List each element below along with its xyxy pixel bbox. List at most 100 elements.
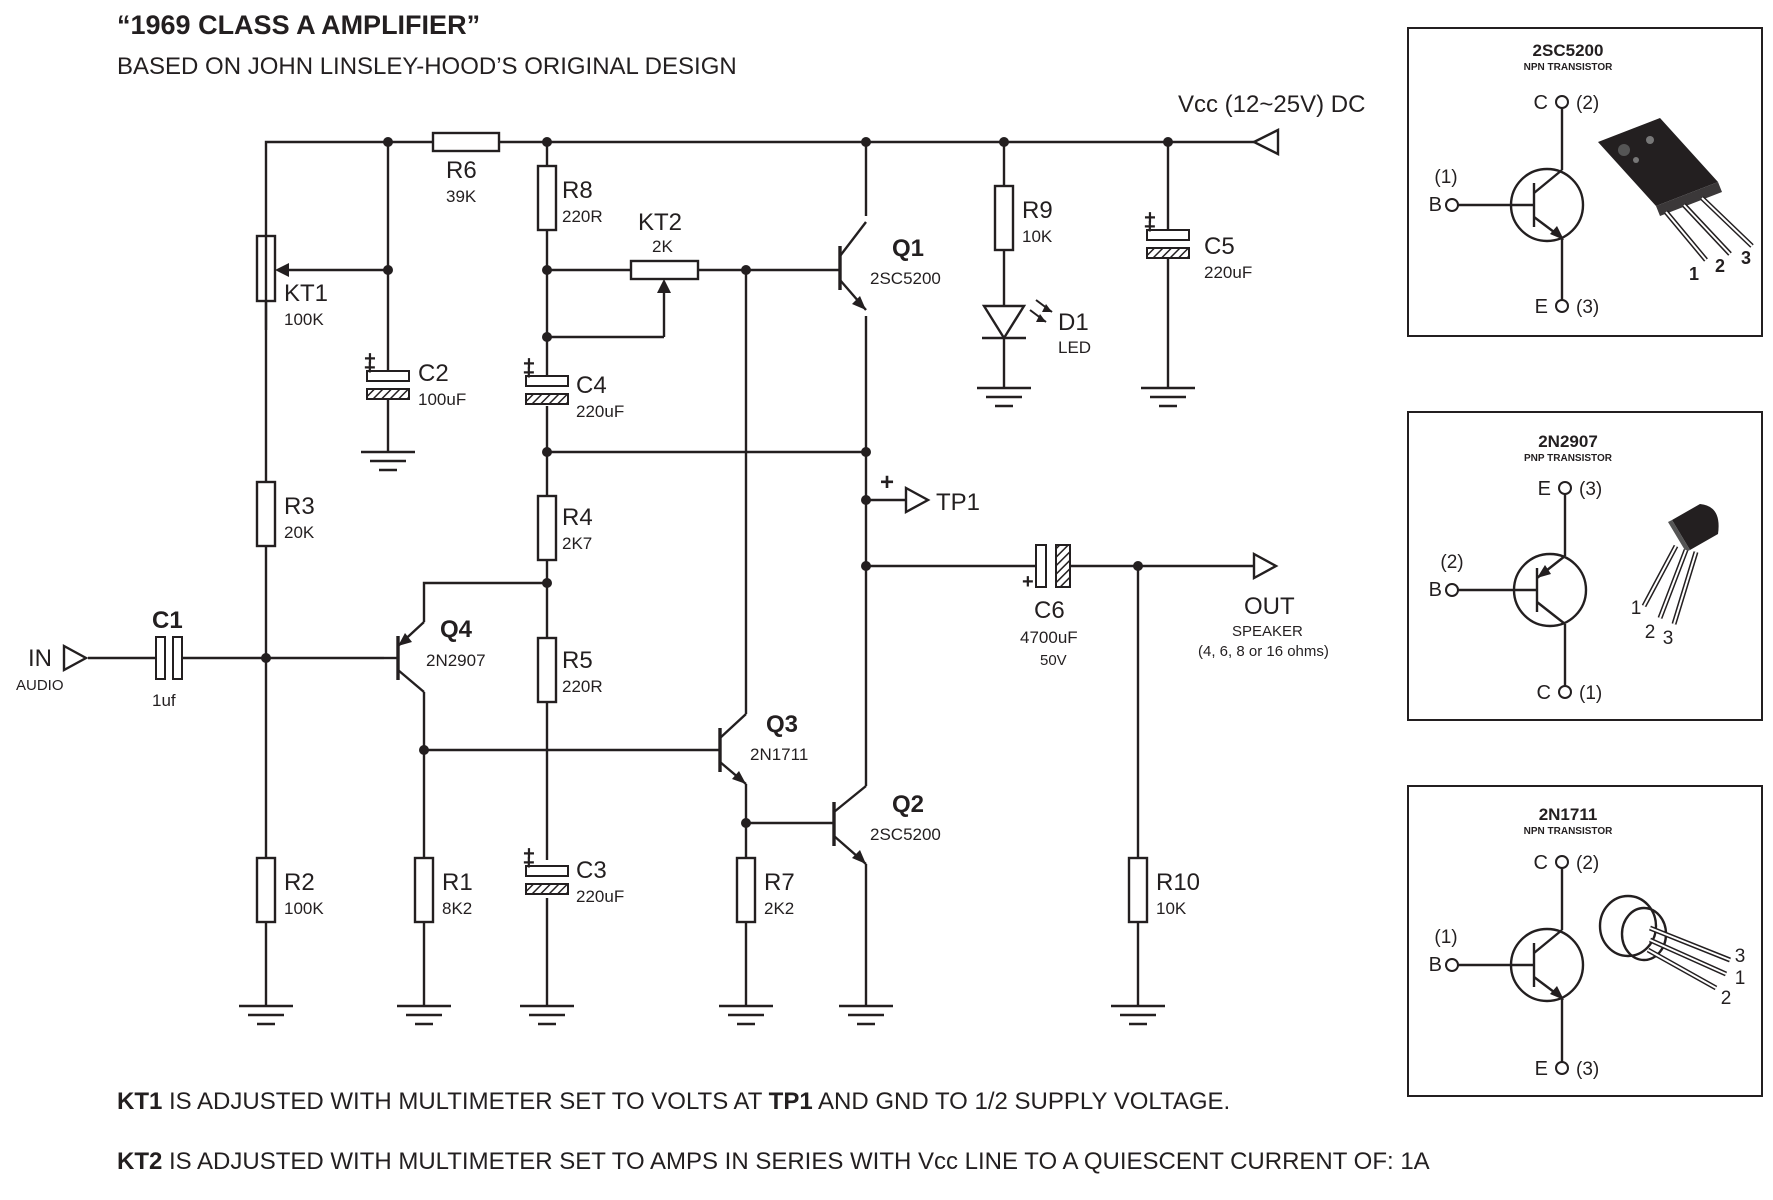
note-kt1: KT1 IS ADJUSTED WITH MULTIMETER SET TO V… bbox=[117, 1088, 1231, 1115]
q2-transistor bbox=[832, 785, 867, 865]
svg-text:2: 2 bbox=[1721, 988, 1732, 1009]
kt2-label: KT2 bbox=[638, 209, 682, 236]
r7-label: R7 bbox=[764, 869, 795, 896]
c2-label: C2 bbox=[418, 360, 449, 387]
svg-text:+: + bbox=[880, 469, 894, 496]
svg-text:(2): (2) bbox=[1576, 93, 1599, 114]
c6-value: 4700uF bbox=[1020, 628, 1078, 647]
c6-rating: 50V bbox=[1040, 652, 1067, 669]
r5-value: 220R bbox=[562, 677, 603, 696]
r6-label: R6 bbox=[446, 157, 477, 184]
wires bbox=[88, 140, 1254, 1006]
junctions bbox=[261, 137, 1173, 828]
terminal-tp1[interactable]: + bbox=[880, 469, 931, 515]
pinout-panel-2sc5200: 2SC5200 NPN TRANSISTOR C (2) B (1) E (3) bbox=[1407, 27, 1763, 337]
r2-label: R2 bbox=[284, 869, 315, 896]
svg-text:(3): (3) bbox=[1576, 1059, 1599, 1080]
q3-label: Q3 bbox=[766, 711, 798, 738]
note-kt2: KT2 IS ADJUSTED WITH MULTIMETER SET TO A… bbox=[117, 1148, 1430, 1175]
c2-value: 100uF bbox=[418, 390, 466, 409]
to39-package-icon bbox=[1598, 894, 1731, 991]
svg-text:C: C bbox=[1534, 92, 1548, 114]
out-sub: SPEAKER bbox=[1232, 623, 1303, 640]
out-label: OUT bbox=[1244, 593, 1295, 620]
svg-text:C: C bbox=[1534, 852, 1548, 874]
q3-value: 2N1711 bbox=[750, 745, 808, 764]
svg-text:3: 3 bbox=[1735, 946, 1746, 967]
c3-value: 220uF bbox=[576, 887, 624, 906]
c6-capacitor: + bbox=[1022, 544, 1071, 593]
kt1-potentiometer bbox=[255, 234, 289, 303]
svg-text:(1): (1) bbox=[1579, 683, 1602, 704]
q4-value: 2N2907 bbox=[426, 651, 486, 670]
svg-text:+: + bbox=[1022, 571, 1034, 593]
terminal-out[interactable] bbox=[1252, 551, 1279, 581]
cap-polarity-marks: + + + + bbox=[364, 216, 1156, 874]
svg-text:2: 2 bbox=[1645, 622, 1656, 643]
r10-value: 10K bbox=[1156, 899, 1187, 918]
r10-label: R10 bbox=[1156, 869, 1200, 896]
svg-text:E: E bbox=[1535, 296, 1548, 318]
q1-label: Q1 bbox=[892, 235, 924, 262]
c5-label: C5 bbox=[1204, 233, 1235, 260]
vcc-label: Vcc (12~25V) DC bbox=[1178, 91, 1365, 118]
svg-text:2SC5200: 2SC5200 bbox=[1533, 41, 1604, 60]
pinout-panel-2n2907: 2N2907 PNP TRANSISTOR E (3) B (2) C (1) … bbox=[1407, 411, 1763, 721]
svg-text:B: B bbox=[1429, 194, 1442, 216]
pinout-panel-2n1711: 2N1711 NPN TRANSISTOR C (2) B (1) E (3) … bbox=[1407, 785, 1763, 1097]
q2-value: 2SC5200 bbox=[870, 825, 941, 844]
c4-value: 220uF bbox=[576, 402, 624, 421]
svg-text:E: E bbox=[1535, 1058, 1548, 1080]
svg-text:+: + bbox=[523, 362, 535, 384]
svg-text:3: 3 bbox=[1741, 248, 1751, 268]
svg-text:B: B bbox=[1429, 954, 1442, 976]
kt2-potentiometer bbox=[629, 259, 700, 293]
ground-symbols bbox=[237, 386, 1197, 1026]
svg-text:E: E bbox=[1538, 478, 1551, 500]
svg-text:NPN TRANSISTOR: NPN TRANSISTOR bbox=[1524, 62, 1613, 73]
d1-value: LED bbox=[1058, 338, 1091, 357]
svg-text:C: C bbox=[1537, 682, 1551, 704]
r9-value: 10K bbox=[1022, 227, 1053, 246]
tp1-label: TP1 bbox=[936, 489, 980, 516]
c3-label: C3 bbox=[576, 857, 607, 884]
terminal-in[interactable] bbox=[62, 643, 89, 673]
kt1-value: 100K bbox=[284, 310, 324, 329]
svg-text:NPN TRANSISTOR: NPN TRANSISTOR bbox=[1524, 826, 1613, 837]
r8-label: R8 bbox=[562, 177, 593, 204]
kt2-value: 2K bbox=[652, 237, 673, 256]
in-sub: AUDIO bbox=[16, 677, 64, 694]
c1-label: C1 bbox=[152, 607, 183, 634]
svg-text:(1): (1) bbox=[1434, 927, 1457, 948]
component-labels: Vcc (12~25V) DC R6 39K R8 220R KT2 2K KT… bbox=[16, 91, 1365, 918]
out-detail: (4, 6, 8 or 16 ohms) bbox=[1198, 643, 1329, 660]
svg-text:(1): (1) bbox=[1434, 167, 1457, 188]
svg-text:2: 2 bbox=[1715, 256, 1725, 276]
kt1-label: KT1 bbox=[284, 280, 328, 307]
terminal-vcc[interactable] bbox=[1251, 128, 1280, 156]
svg-text:1: 1 bbox=[1735, 968, 1746, 989]
r6-value: 39K bbox=[446, 187, 477, 206]
q2-label: Q2 bbox=[892, 791, 924, 818]
to264-package-icon bbox=[1598, 118, 1754, 262]
svg-text:1: 1 bbox=[1631, 598, 1642, 619]
r8-value: 220R bbox=[562, 207, 603, 226]
svg-text:1: 1 bbox=[1689, 264, 1699, 284]
svg-text:2N1711: 2N1711 bbox=[1539, 805, 1598, 824]
to92-package-icon bbox=[1641, 504, 1719, 625]
svg-text:PNP TRANSISTOR: PNP TRANSISTOR bbox=[1524, 453, 1613, 464]
svg-text:(2): (2) bbox=[1576, 853, 1599, 874]
r3-label: R3 bbox=[284, 493, 315, 520]
d1-label: D1 bbox=[1058, 309, 1089, 336]
r1-value: 8K2 bbox=[442, 899, 472, 918]
c1-value: 1uf bbox=[152, 691, 176, 710]
c5-value: 220uF bbox=[1204, 263, 1252, 282]
c4-label: C4 bbox=[576, 372, 607, 399]
r9-label: R9 bbox=[1022, 197, 1053, 224]
svg-text:2N2907: 2N2907 bbox=[1538, 432, 1598, 451]
svg-text:(3): (3) bbox=[1576, 297, 1599, 318]
q4-label: Q4 bbox=[440, 616, 473, 643]
r1-label: R1 bbox=[442, 869, 473, 896]
svg-text:(2): (2) bbox=[1440, 552, 1463, 573]
